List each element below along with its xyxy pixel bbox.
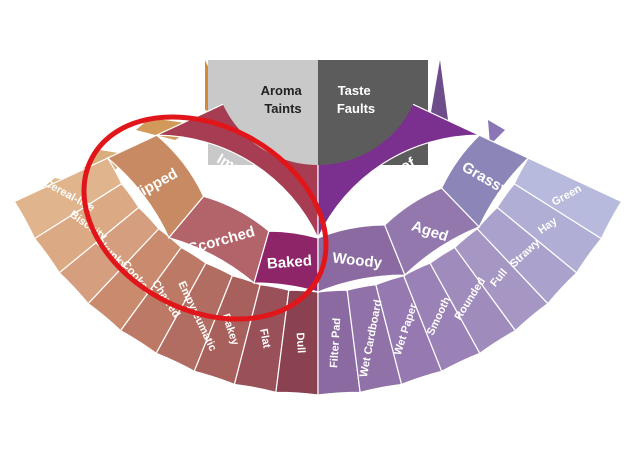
grassy-segment [440,134,530,228]
highlight-ring [81,114,329,322]
tier2-label: Baked [266,252,312,272]
hub-left-half [213,60,318,165]
svg-text:Taste Faults: Taste Faults [337,83,375,116]
tier3-ring [13,157,623,396]
taste-label: Taste [338,83,371,98]
center-hub: Aroma Taints Taste Faults [213,60,423,165]
tier3-label: Flat [257,328,273,350]
aroma-label: Aroma [261,83,303,98]
tier2-ring [106,134,530,293]
faults-label: Faults [337,101,375,116]
tier2-label: Woody [332,250,384,272]
tier3-label: Dull [294,332,307,353]
svg-text:Aroma Taints: Aroma Taints [261,83,306,116]
tier3-label: Filter Pad [328,318,343,369]
taints-label: Taints [264,101,301,116]
hub-right-half [318,60,423,165]
